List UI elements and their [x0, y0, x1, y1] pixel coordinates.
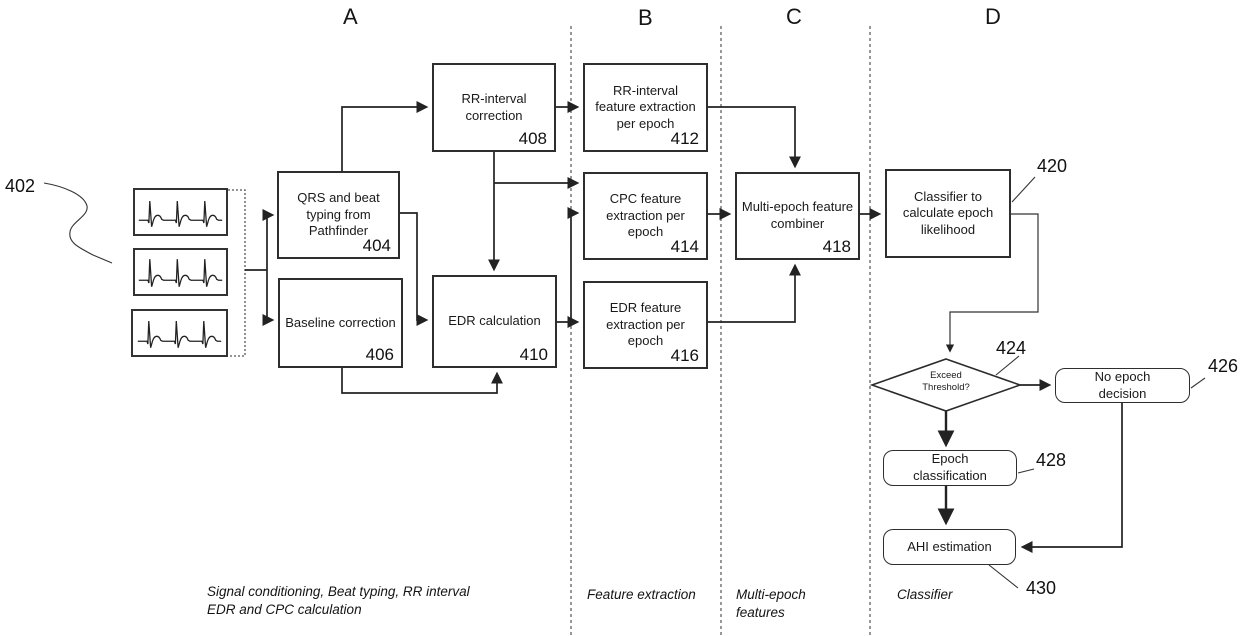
box-label: Classifier to calculate epoch likelihood	[902, 188, 994, 237]
caption-line: features	[736, 605, 785, 621]
section-label-a: A	[343, 4, 358, 29]
caption-line: Signal conditioning, Beat typing, RR int…	[207, 584, 470, 599]
flow-box-no-epoch-decision: No epoch decision	[1055, 368, 1190, 403]
box-label: Baseline correction	[285, 314, 396, 330]
box-label: No epoch decision	[1094, 368, 1151, 401]
ecg-waveform-icon	[138, 259, 223, 287]
caption-classifier: Classifier	[897, 586, 953, 604]
caption-line: EDR and CPC calculation	[207, 602, 362, 618]
box-ref-410: 410	[519, 345, 548, 365]
caption-line: Feature extraction	[587, 587, 696, 602]
box-label: RR-interval feature extraction per epoch	[595, 82, 696, 131]
flow-box-classifier: Classifier to calculate epoch likelihood	[885, 169, 1011, 258]
ref-420: 420	[1037, 156, 1068, 176]
leader-402	[43, 182, 113, 264]
box-label: CPC feature extraction per epoch	[606, 191, 685, 240]
flow-arrows	[245, 101, 1123, 553]
ref-428: 428	[1036, 450, 1067, 470]
box-label: Epoch classification	[913, 451, 987, 483]
classifier-threshold-route	[945, 213, 1039, 353]
section-label-d: D	[985, 4, 1001, 29]
box-label: RR-interval correction	[461, 90, 527, 123]
threshold-diamond-label: Exceed Threshold?	[922, 370, 970, 393]
caption-signal-conditioning: Signal conditioning, Beat typing, RR int…	[207, 583, 470, 619]
box-ref-416: 416	[670, 346, 699, 366]
flow-box-rr-interval-correction: RR-interval correction 408	[432, 63, 556, 152]
ref-426: 426	[1208, 356, 1239, 376]
ecg-trace-1	[133, 188, 228, 236]
section-label-b: B	[638, 5, 653, 30]
input-bracket	[228, 189, 246, 357]
flow-box-cpc-feature-extraction: CPC feature extraction per epoch 414	[583, 172, 708, 260]
flow-box-rr-feature-extraction: RR-interval feature extraction per epoch…	[583, 63, 708, 152]
caption-line: Classifier	[897, 587, 953, 602]
ecg-trace-2	[133, 248, 228, 296]
leader-424	[995, 355, 1020, 376]
flow-box-ahi-estimation: AHI estimation	[883, 529, 1016, 565]
leader-428	[1017, 468, 1035, 474]
threshold-diamond	[869, 358, 1023, 412]
ref-402: 402	[5, 176, 36, 196]
leader-430	[988, 564, 1019, 589]
box-ref-412: 412	[670, 129, 699, 149]
box-ref-406: 406	[365, 345, 394, 365]
ref-424: 424	[996, 338, 1027, 358]
flow-box-epoch-classification: Epoch classification	[883, 450, 1017, 486]
flow-box-edr-calculation: EDR calculation 410	[432, 275, 557, 368]
reference-leader-lines	[43, 176, 1206, 589]
box-ref-408: 408	[518, 129, 547, 149]
caption-multi-epoch-features: Multi-epoch features	[736, 586, 806, 622]
box-label: AHI estimation	[907, 538, 992, 554]
box-label: QRS and beat typing from Pathfinder	[297, 190, 380, 239]
ecg-trace-3	[131, 309, 228, 357]
box-ref-414: 414	[670, 237, 699, 257]
caption-line: Multi-epoch	[736, 587, 806, 602]
box-label: EDR calculation	[448, 313, 541, 329]
box-ref-404: 404	[362, 236, 391, 256]
flow-box-qrs-beat-typing: QRS and beat typing from Pathfinder 404	[277, 171, 400, 259]
section-label-c: C	[786, 4, 802, 29]
ref-430: 430	[1026, 578, 1057, 598]
flow-box-baseline-correction: Baseline correction 406	[278, 278, 403, 368]
leader-426	[1190, 377, 1206, 389]
ecg-waveform-icon	[137, 321, 222, 348]
leader-420	[1011, 176, 1036, 203]
flow-box-edr-feature-extraction: EDR feature extraction per epoch 416	[583, 281, 708, 369]
box-label: EDR feature extraction per epoch	[606, 300, 685, 349]
ecg-waveform-icon	[138, 200, 223, 227]
flow-box-multi-epoch-combiner: Multi-epoch feature combiner 418	[735, 172, 860, 260]
box-ref-418: 418	[822, 237, 851, 257]
caption-feature-extraction: Feature extraction	[587, 586, 696, 604]
box-label: Multi-epoch feature combiner	[741, 199, 854, 231]
